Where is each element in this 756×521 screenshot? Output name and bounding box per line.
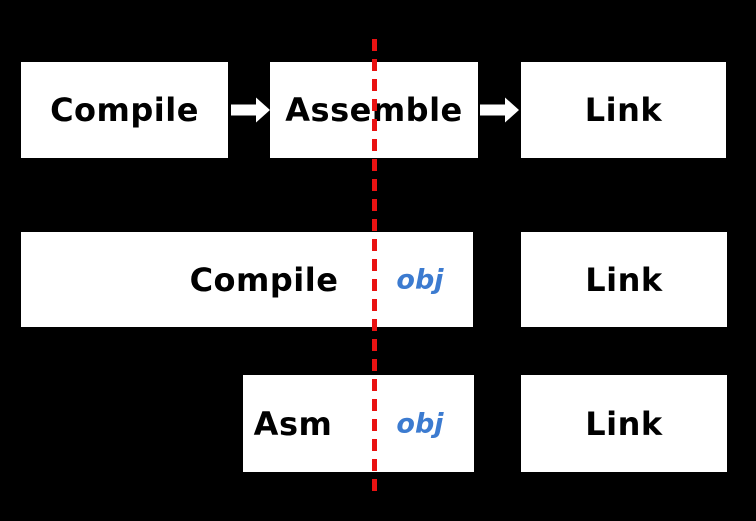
link-stage-label: Link: [584, 91, 663, 129]
obj-file-label: obj: [396, 408, 444, 439]
box-asm-with-obj: Asm obj: [243, 375, 474, 472]
box-compile-with-obj: Compile obj: [21, 232, 473, 327]
arrow-right-icon: [480, 97, 519, 123]
box-compile-stage: Compile: [21, 62, 228, 158]
box-link-stage-top: Link: [521, 62, 726, 158]
link-label: Link: [585, 404, 663, 443]
phase-divider-dashed-line: [372, 39, 377, 493]
arrow-right-icon: [231, 97, 270, 123]
box-link-bottom: Link: [521, 375, 727, 472]
compile-label: Compile: [189, 260, 339, 299]
compile-stage-label: Compile: [50, 91, 199, 129]
asm-label: Asm: [253, 404, 333, 443]
box-link-middle: Link: [521, 232, 727, 327]
link-label: Link: [585, 260, 663, 299]
obj-file-label: obj: [396, 264, 444, 295]
